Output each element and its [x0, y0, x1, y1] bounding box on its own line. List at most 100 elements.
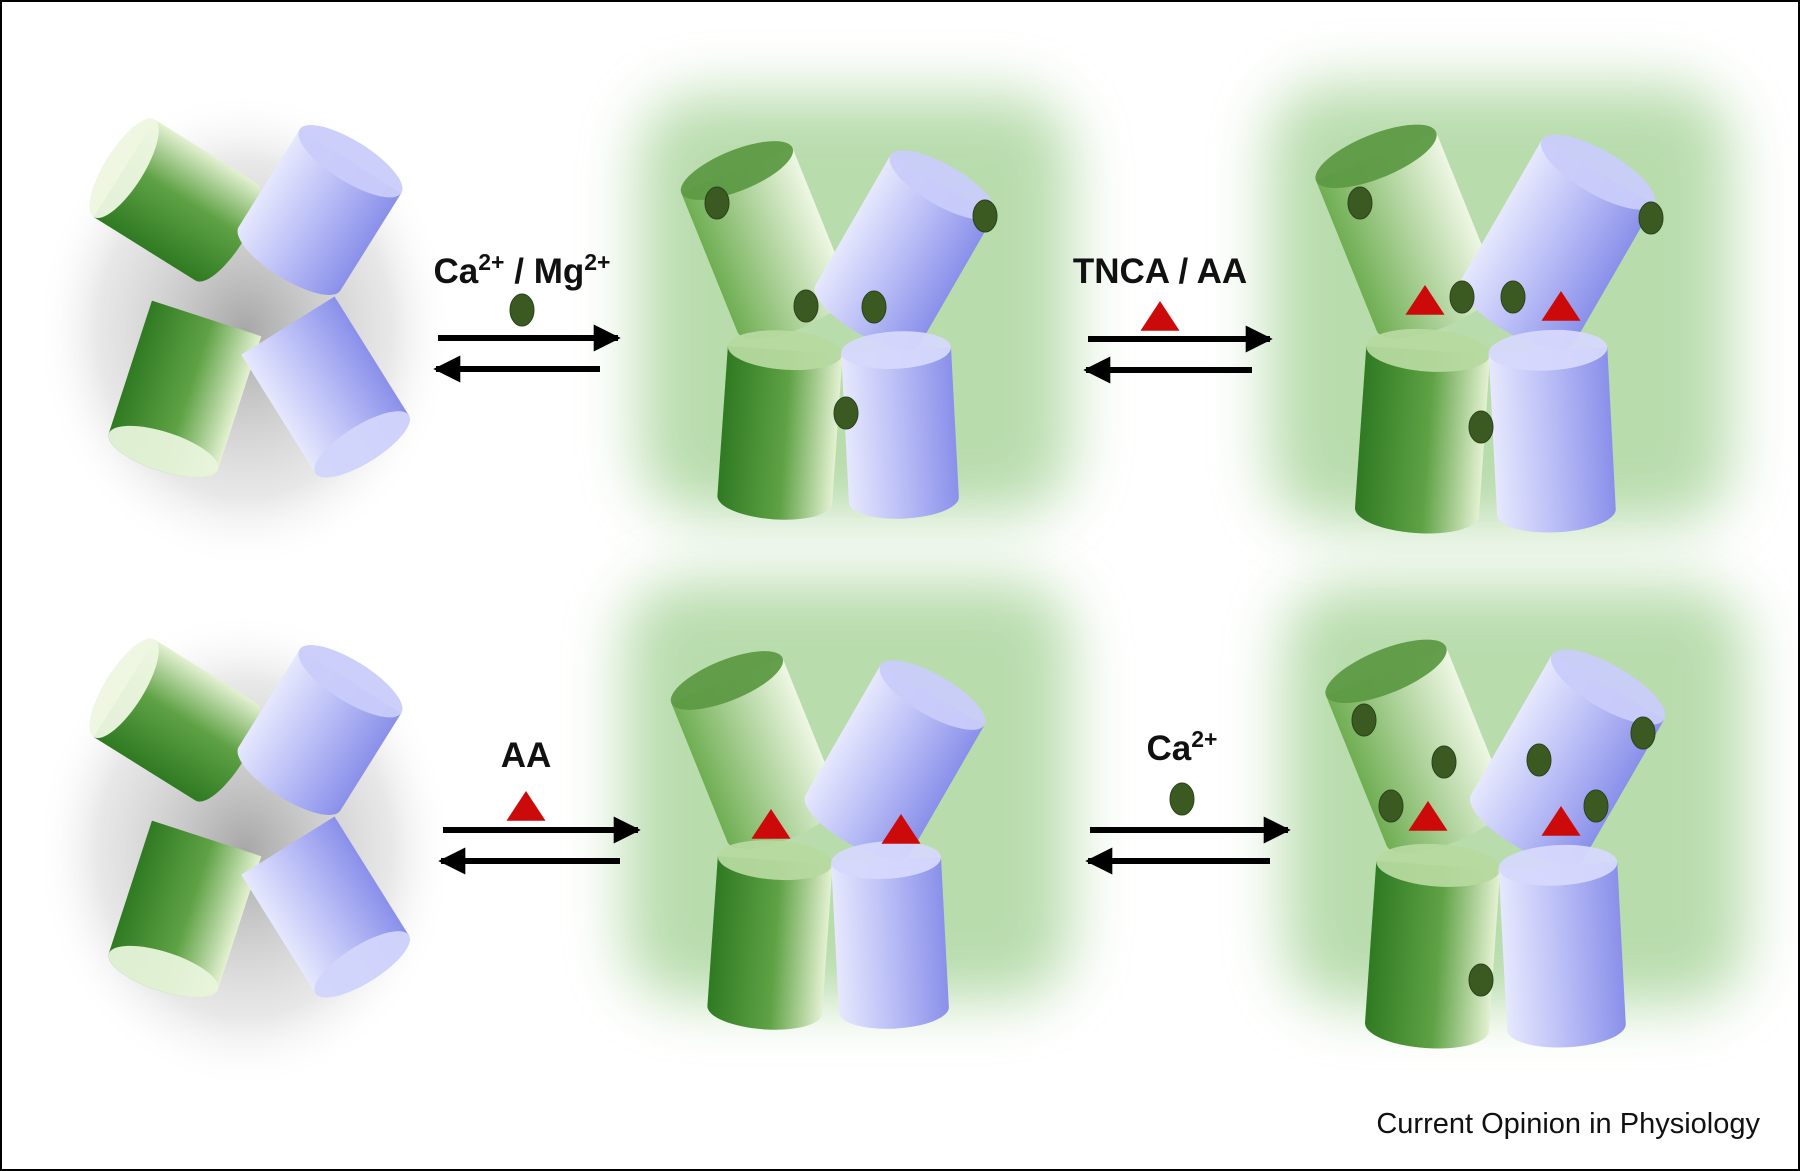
red-triangle-icon [506, 791, 546, 821]
red-triangle-icon [881, 814, 921, 844]
closed-green-lower-top-right-body [1354, 346, 1491, 534]
apo-green-lower-top [108, 300, 262, 478]
footer-credit: Current Opinion in Physiology [1376, 1108, 1760, 1140]
label-base: Ca [1147, 729, 1192, 768]
green-dot-icon [1468, 963, 1494, 997]
closed-green-lower-top-mid [717, 330, 843, 520]
green-dot-icon [1468, 410, 1494, 444]
closed-green-upper-bottom-right-cap [1325, 639, 1447, 704]
green-dot-icon [793, 289, 819, 323]
closed-green-lower-top-mid-body [717, 346, 843, 520]
green-dot-icon [1638, 201, 1664, 235]
green-dot-icon [1378, 789, 1404, 823]
apo-blue-upper-top [237, 125, 403, 295]
apo-green-upper-bottom-cap [89, 638, 159, 739]
green-dot-icon [509, 293, 535, 327]
closed-blue-upper-top-mid-cap [889, 150, 996, 220]
apo-green-lower-top-cap [108, 425, 219, 478]
green-dot-icon [833, 396, 859, 430]
closed-blue-lower-bottom-mid-body [831, 857, 949, 1029]
closed-blue-lower-top-mid-body [841, 347, 959, 519]
closed-blue-upper-top-right-cap [1540, 134, 1656, 210]
apo-blue-lower-bottom-cap [314, 931, 410, 998]
label-base-2: Mg [534, 252, 585, 291]
closed-blue-upper-bottom-mid-cap [879, 660, 986, 730]
reaction-label: Ca2+ / Mg2+ [434, 249, 611, 291]
apo-shadow-top [35, 90, 455, 570]
apo-blue-lower-bottom [241, 816, 410, 998]
red-triangle-icon [1541, 291, 1581, 321]
apo-green-upper-bottom [89, 638, 261, 802]
green-dot-icon [972, 199, 998, 233]
closed-green-upper-bottom-mid [670, 651, 840, 849]
closed-green-upper-top-right [1315, 124, 1498, 339]
apo-shadow-bottom [35, 610, 455, 1090]
closed-green-lower-bottom-mid [707, 840, 833, 1030]
closed-blue-lower-top-right-cap [1488, 329, 1608, 371]
protein-layer [35, 90, 1666, 1090]
red-triangle-icon [1408, 801, 1448, 831]
green-dot-icon [1630, 716, 1656, 750]
green-dot-icon [1449, 280, 1475, 314]
apo-blue-upper-bottom-cap [298, 645, 403, 718]
reaction-label: TNCA / AA [1073, 252, 1247, 291]
closed-green-lower-bottom-right [1364, 843, 1501, 1049]
label-superscript: 2+ [1191, 726, 1217, 752]
apo-green-lower-bottom [108, 820, 262, 998]
closed-blue-lower-top-mid-cap [841, 331, 952, 369]
apo-green-upper-top-cap [89, 118, 159, 219]
closed-blue-lower-bottom-mid [831, 841, 949, 1029]
closed-green-lower-bottom-mid-body [707, 856, 833, 1030]
apo-blue-upper-top-cap [298, 125, 403, 198]
apo-blue-lower-top [241, 296, 410, 478]
closed-blue-upper-bottom-mid [804, 660, 986, 860]
closed-blue-upper-bottom-right-cap [1550, 649, 1666, 725]
closed-green-lower-bottom-right-cap [1376, 843, 1501, 887]
marker-layer [506, 186, 1664, 997]
red-triangle-icon [1405, 285, 1445, 315]
apo-green-upper-top [89, 118, 261, 282]
green-dot-icon [704, 186, 730, 220]
closed-green-lower-bottom-right-body [1364, 861, 1501, 1049]
green-dot-icon [1526, 743, 1552, 777]
closed-green-lower-bottom-mid-cap [717, 840, 833, 881]
closed-green-lower-top-mid-cap [727, 330, 843, 371]
green-dot-icon [1347, 186, 1373, 220]
closed-blue-upper-bottom-right [1469, 649, 1666, 865]
label-superscript-2: 2+ [584, 249, 610, 275]
closed-green-lower-top-right [1354, 328, 1491, 534]
green-dot-icon [1351, 703, 1377, 737]
closed-blue-lower-bottom-mid-cap [831, 841, 942, 879]
reaction-label: Ca2+ [1147, 726, 1218, 768]
closed-blue-lower-top-right-body [1488, 347, 1616, 533]
label-base: TNCA / AA [1073, 252, 1247, 291]
label-superscript: 2+ [478, 249, 504, 275]
closed-green-upper-bottom-mid-cap [670, 651, 784, 710]
closed-green-upper-top-mid-cap [680, 141, 794, 200]
label-base: AA [501, 736, 552, 775]
closed-blue-lower-top-right [1488, 329, 1616, 533]
closed-green-upper-top-right-cap [1315, 124, 1437, 189]
label-separator: / [505, 252, 534, 291]
closed-blue-lower-bottom-right-cap [1498, 844, 1618, 886]
closed-green-upper-bottom-right [1325, 639, 1508, 854]
apo-blue-upper-bottom [237, 645, 403, 815]
closed-blue-upper-top-mid [814, 150, 996, 350]
red-triangle-icon [1140, 301, 1180, 331]
closed-blue-lower-bottom-right [1498, 844, 1626, 1048]
green-dot-icon [1169, 782, 1195, 816]
apo-green-lower-bottom-cap [108, 945, 219, 998]
green-dot-icon [1500, 280, 1526, 314]
apo-blue-lower-top-cap [314, 411, 410, 478]
label-base: Ca [434, 252, 479, 291]
closed-blue-lower-top-mid [841, 331, 959, 519]
green-dot-icon [861, 290, 887, 324]
closed-blue-lower-bottom-right-body [1498, 862, 1626, 1048]
red-triangle-icon [1541, 806, 1581, 836]
green-dot-icon [1583, 789, 1609, 823]
closed-green-lower-top-right-cap [1366, 328, 1491, 372]
red-triangle-icon [751, 809, 791, 839]
arrow-layer [433, 324, 1291, 875]
